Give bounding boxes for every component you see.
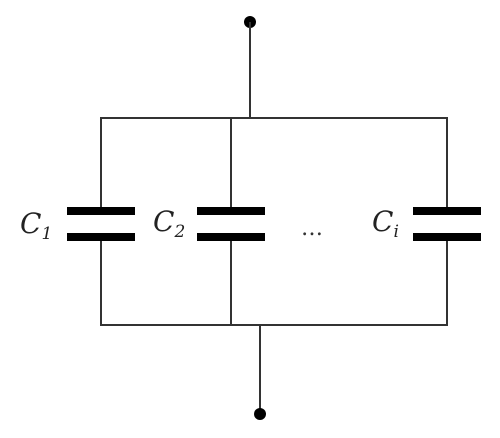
- capacitor-1-bottom-plate: [67, 233, 135, 241]
- bottom-terminal: [254, 408, 266, 420]
- capacitor-1-label: C1: [20, 207, 52, 244]
- capacitor-1-top-plate: [67, 207, 135, 215]
- capacitor-2-label: C2: [153, 205, 185, 242]
- capacitor-2-bottom-plate: [197, 233, 265, 241]
- capacitor-i-label: Ci: [372, 205, 399, 242]
- ellipsis-text: …: [301, 216, 326, 241]
- capacitor-i-bottom-plate: [413, 233, 481, 241]
- capacitor-2-top-plate: [197, 207, 265, 215]
- capacitor-i-top-plate: [413, 207, 481, 215]
